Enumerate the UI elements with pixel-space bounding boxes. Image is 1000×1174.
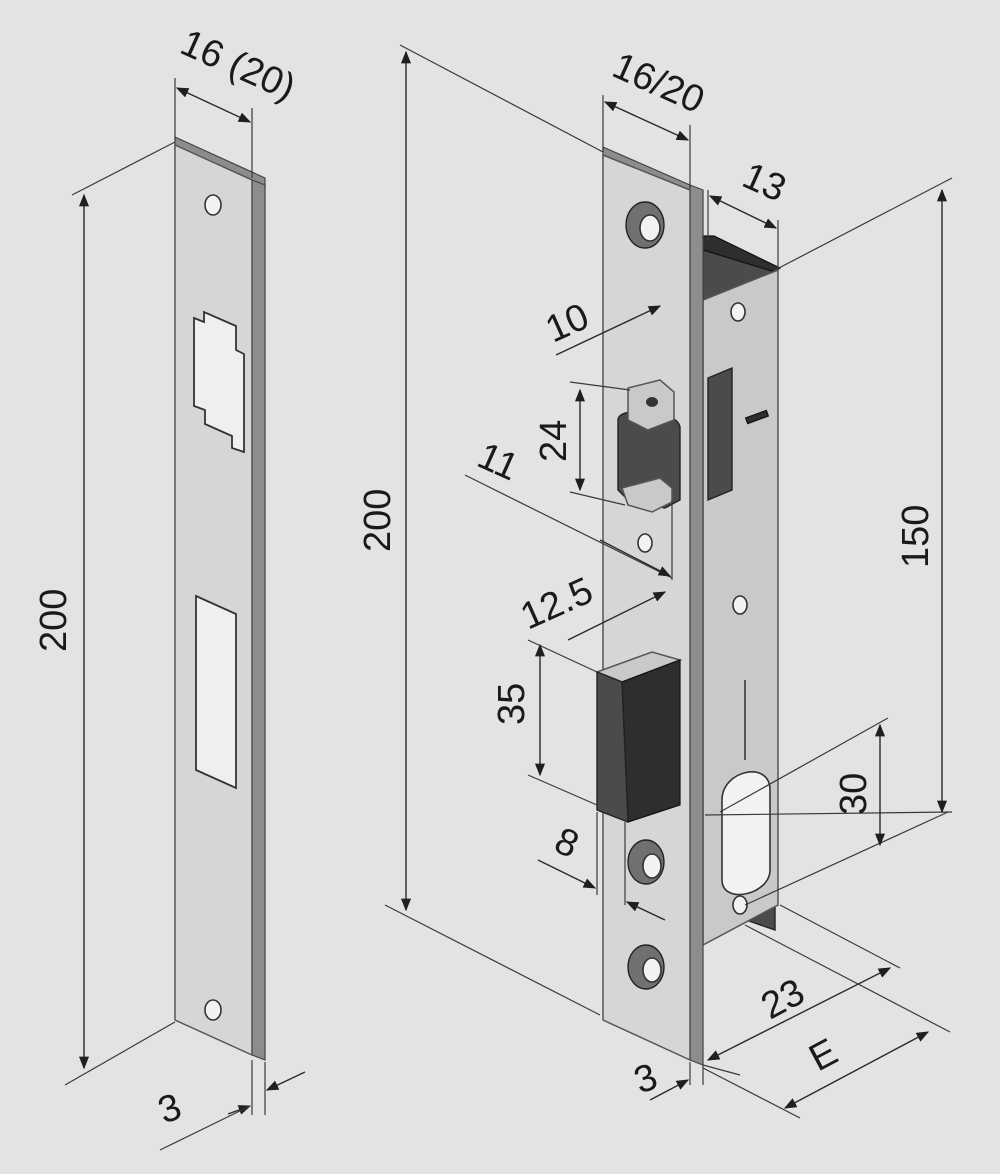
case-latch-window bbox=[707, 366, 733, 502]
backset-label: E bbox=[803, 1031, 845, 1080]
bolt-projection-label: 8 bbox=[548, 820, 584, 867]
strike-plate bbox=[174, 136, 266, 1061]
faceplate-pin-hole bbox=[637, 533, 653, 553]
faceplate-screw-bottom bbox=[642, 957, 662, 983]
bolt-height-label: 35 bbox=[491, 683, 533, 725]
strike-plate-face bbox=[174, 143, 253, 1057]
case-depth-label: 13 bbox=[736, 155, 792, 211]
latch-projection-label: 11 bbox=[471, 435, 524, 489]
faceplate-screw-top bbox=[639, 214, 661, 242]
lock-faceplate bbox=[602, 146, 704, 1066]
strike-thickness-label: 3 bbox=[153, 1086, 187, 1133]
latch-to-cylinder-label: 150 bbox=[895, 505, 937, 568]
strike-screw-hole-bottom bbox=[204, 999, 222, 1021]
cylinder-hole bbox=[721, 771, 771, 896]
case-screw-bottom bbox=[732, 895, 748, 915]
faceplate-screw-mid bbox=[642, 853, 662, 879]
bolt-front-face bbox=[596, 670, 629, 824]
bolt-offset-label: 12.5 bbox=[515, 570, 600, 638]
faceplate-height-label: 200 bbox=[357, 489, 399, 552]
latch-offset-label: 10 bbox=[540, 296, 596, 352]
latch-height-label: 24 bbox=[533, 420, 575, 462]
case-screw-top bbox=[730, 302, 746, 322]
latch-cutout bbox=[193, 310, 245, 454]
dead-bolt bbox=[594, 651, 683, 824]
cylinder-height-label: 30 bbox=[833, 773, 875, 815]
lock-case bbox=[702, 235, 782, 947]
bolt-cutout bbox=[195, 594, 237, 790]
faceplate-face bbox=[602, 153, 691, 1062]
case-screw-middle bbox=[732, 595, 748, 615]
latch-bolt bbox=[617, 379, 681, 513]
bolt-side-face bbox=[621, 659, 681, 823]
strike-screw-hole-top bbox=[204, 194, 222, 216]
faceplate-thickness-label: 3 bbox=[629, 1056, 663, 1103]
faceplate-side-edge bbox=[689, 184, 704, 1066]
case-width-label: 23 bbox=[755, 971, 812, 1028]
strike-plate-side-edge bbox=[251, 179, 266, 1061]
case-slot bbox=[744, 409, 770, 425]
strike-height-label: 200 bbox=[33, 589, 75, 652]
